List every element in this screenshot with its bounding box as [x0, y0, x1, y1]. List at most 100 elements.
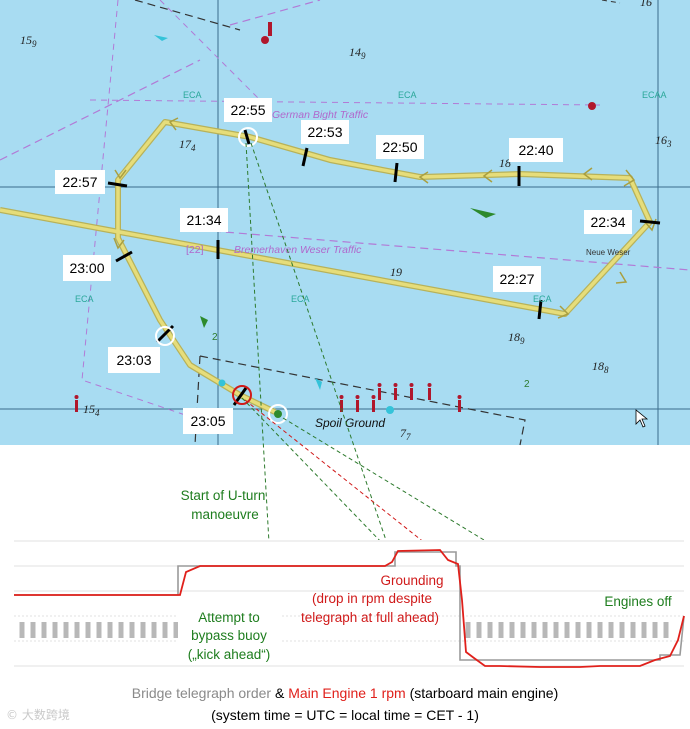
track-arrow	[418, 171, 429, 184]
tick-2253	[301, 147, 309, 167]
neue-weser-label: Neue Weser	[586, 248, 631, 257]
tick-2234	[639, 219, 661, 225]
attempt-annotation-line1: Attempt to	[198, 610, 260, 625]
buoy-mark	[588, 102, 596, 110]
engines-off-annotation: Engines off	[604, 594, 672, 609]
depth-sounding: 77	[400, 426, 411, 442]
buoy-mark	[339, 395, 344, 399]
uturn-connector	[250, 142, 391, 553]
telegraph-order-line	[14, 551, 685, 661]
tick-2227	[537, 299, 543, 320]
buoy-mark	[378, 388, 381, 400]
time-label-2227: 22:27	[493, 266, 541, 292]
svg-text:22:40: 22:40	[518, 142, 553, 158]
buoy-mark	[261, 36, 269, 44]
time-label-2253: 22:53	[301, 120, 349, 144]
eca-labels: ECA ECA ECAA ECA ECA ECA	[75, 90, 667, 304]
buoy-mark	[457, 395, 462, 399]
track-arrow	[114, 169, 127, 180]
track-arrow	[113, 237, 125, 250]
buoy-marks	[74, 22, 596, 412]
wreck-icon	[200, 316, 208, 328]
buoy-mark	[394, 388, 397, 400]
buoy-mark	[428, 388, 431, 400]
area-labels: German Bight Traffic [22] Bremerhaven We…	[186, 109, 631, 430]
engines-off-marker	[268, 404, 288, 424]
eca-label: ECA	[291, 294, 310, 304]
attempt-annotation-line2: bypass buoy	[191, 628, 267, 643]
svg-text:22:53: 22:53	[307, 124, 342, 140]
depth-sounding: 188	[592, 359, 609, 375]
cyan-vessel-icon	[315, 378, 322, 390]
attempt-annotation-bg	[178, 606, 282, 664]
buoy-mark	[355, 395, 360, 399]
caption-amp: &	[271, 685, 289, 701]
depth-sounding: 174	[179, 137, 196, 153]
eca-label: ECA	[183, 90, 202, 100]
eca-label: ECA	[398, 90, 417, 100]
depth-sounding: 159	[20, 33, 37, 49]
buoy-mark	[377, 383, 382, 387]
eca-label: ECAA	[642, 90, 667, 100]
engines-off-dot	[274, 410, 282, 418]
grounding-annotation-line2: (drop in rpm despite	[312, 591, 432, 606]
uturn-start-marker	[238, 127, 258, 147]
vessel-track	[0, 120, 652, 414]
time-label-2134: 21:34	[180, 208, 228, 232]
buoy-mark	[356, 400, 359, 412]
cyan-vessel-icon	[154, 35, 168, 41]
attempt-annotation-line3: („kick ahead“)	[188, 647, 271, 662]
track-arrow	[557, 305, 570, 319]
engine-chart: Start of U-turn manoeuvre Grounding (dro…	[14, 488, 685, 668]
buoy-mark	[410, 388, 413, 400]
traffic-route-line	[0, 0, 321, 161]
buoy-mark	[427, 383, 432, 387]
traffic-route-line	[89, 99, 601, 106]
eca-label: ECA	[75, 294, 94, 304]
depth-sounding: 18	[499, 156, 511, 170]
grounding-annotation-line3: telegraph at full ahead)	[301, 610, 439, 625]
svg-text:21:34: 21:34	[186, 212, 221, 228]
track-arrow	[582, 167, 593, 181]
time-label-2305: 23:05	[183, 408, 233, 434]
depth-sounding: 163	[655, 133, 672, 149]
svg-text:23:05: 23:05	[190, 413, 225, 429]
buoy-mark	[340, 400, 343, 412]
depth-sounding: 19	[390, 265, 402, 279]
tick-2250	[393, 162, 399, 183]
track-arrow	[615, 271, 628, 284]
buoy-mark	[372, 400, 375, 412]
depth-sounding: 16	[640, 0, 652, 9]
svg-text:22:34: 22:34	[590, 214, 625, 230]
time-label-2255: 22:55	[224, 98, 272, 122]
grounding-marker	[232, 385, 252, 405]
chart-caption-time: (system time = UTC = local time = CET - …	[211, 707, 479, 723]
depth-soundings: 159 149 174 163 18 19 189 188 154 77 16	[20, 0, 672, 442]
buoy-mark	[75, 400, 78, 412]
spoil-ground-boundary	[199, 355, 526, 446]
depth-sounding: 149	[349, 45, 366, 61]
time-ticks	[107, 129, 661, 406]
buoy-mark	[268, 22, 272, 36]
buoy-mark	[371, 395, 376, 399]
tick-2257	[107, 181, 128, 188]
chart-caption: Bridge telegraph order & Main Engine 1 r…	[0, 685, 690, 701]
watermark: © 大数跨境	[6, 708, 70, 722]
time-label-2250: 22:50	[376, 135, 424, 159]
depth-sounding: 154	[83, 402, 100, 418]
cyan-buoy	[386, 406, 394, 414]
chart-time-ticks	[19, 622, 669, 638]
caption-engine-note: (starboard main engine)	[405, 685, 559, 701]
track-arrow	[168, 117, 179, 131]
mouse-cursor-icon	[635, 409, 649, 428]
bremerhaven-label: Bremerhaven Weser Traffic	[234, 244, 362, 256]
main-engine-rpm-line	[14, 549, 685, 668]
svg-text:23:00: 23:00	[69, 260, 104, 276]
caption-telegraph: Bridge telegraph order	[131, 685, 272, 701]
uturn-annotation-line2: manoeuvre	[191, 507, 259, 522]
wreck-symbol: 2	[212, 332, 218, 343]
eca-label: ECA	[533, 294, 552, 304]
svg-text:22:57: 22:57	[62, 174, 97, 190]
spoil-ground-label: Spoil Ground	[315, 416, 385, 430]
green-vessel-icon	[470, 208, 496, 218]
